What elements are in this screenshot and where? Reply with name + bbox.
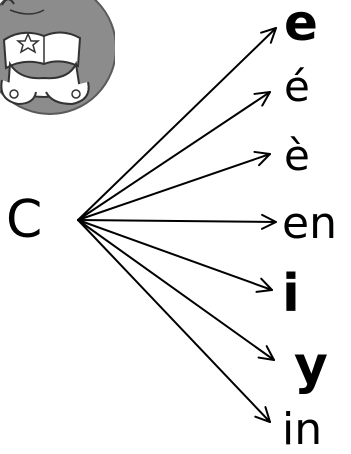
arrow-line-4 [78, 220, 272, 290]
target-letter: y [294, 340, 328, 392]
arrow-line-3 [78, 220, 276, 222]
arrow-line-6 [78, 220, 270, 422]
target-letter: è [284, 135, 310, 177]
target-letter: i [282, 268, 300, 320]
source-letter: C [6, 194, 42, 246]
target-letter: in [282, 408, 322, 452]
target-letter: e [284, 0, 318, 48]
arrow-line-2 [78, 154, 270, 220]
target-letter: é [284, 66, 310, 108]
arrow-line-0 [78, 28, 276, 220]
arrow-line-5 [78, 220, 274, 360]
target-letter: en [282, 202, 337, 246]
arrow-line-1 [78, 92, 270, 220]
